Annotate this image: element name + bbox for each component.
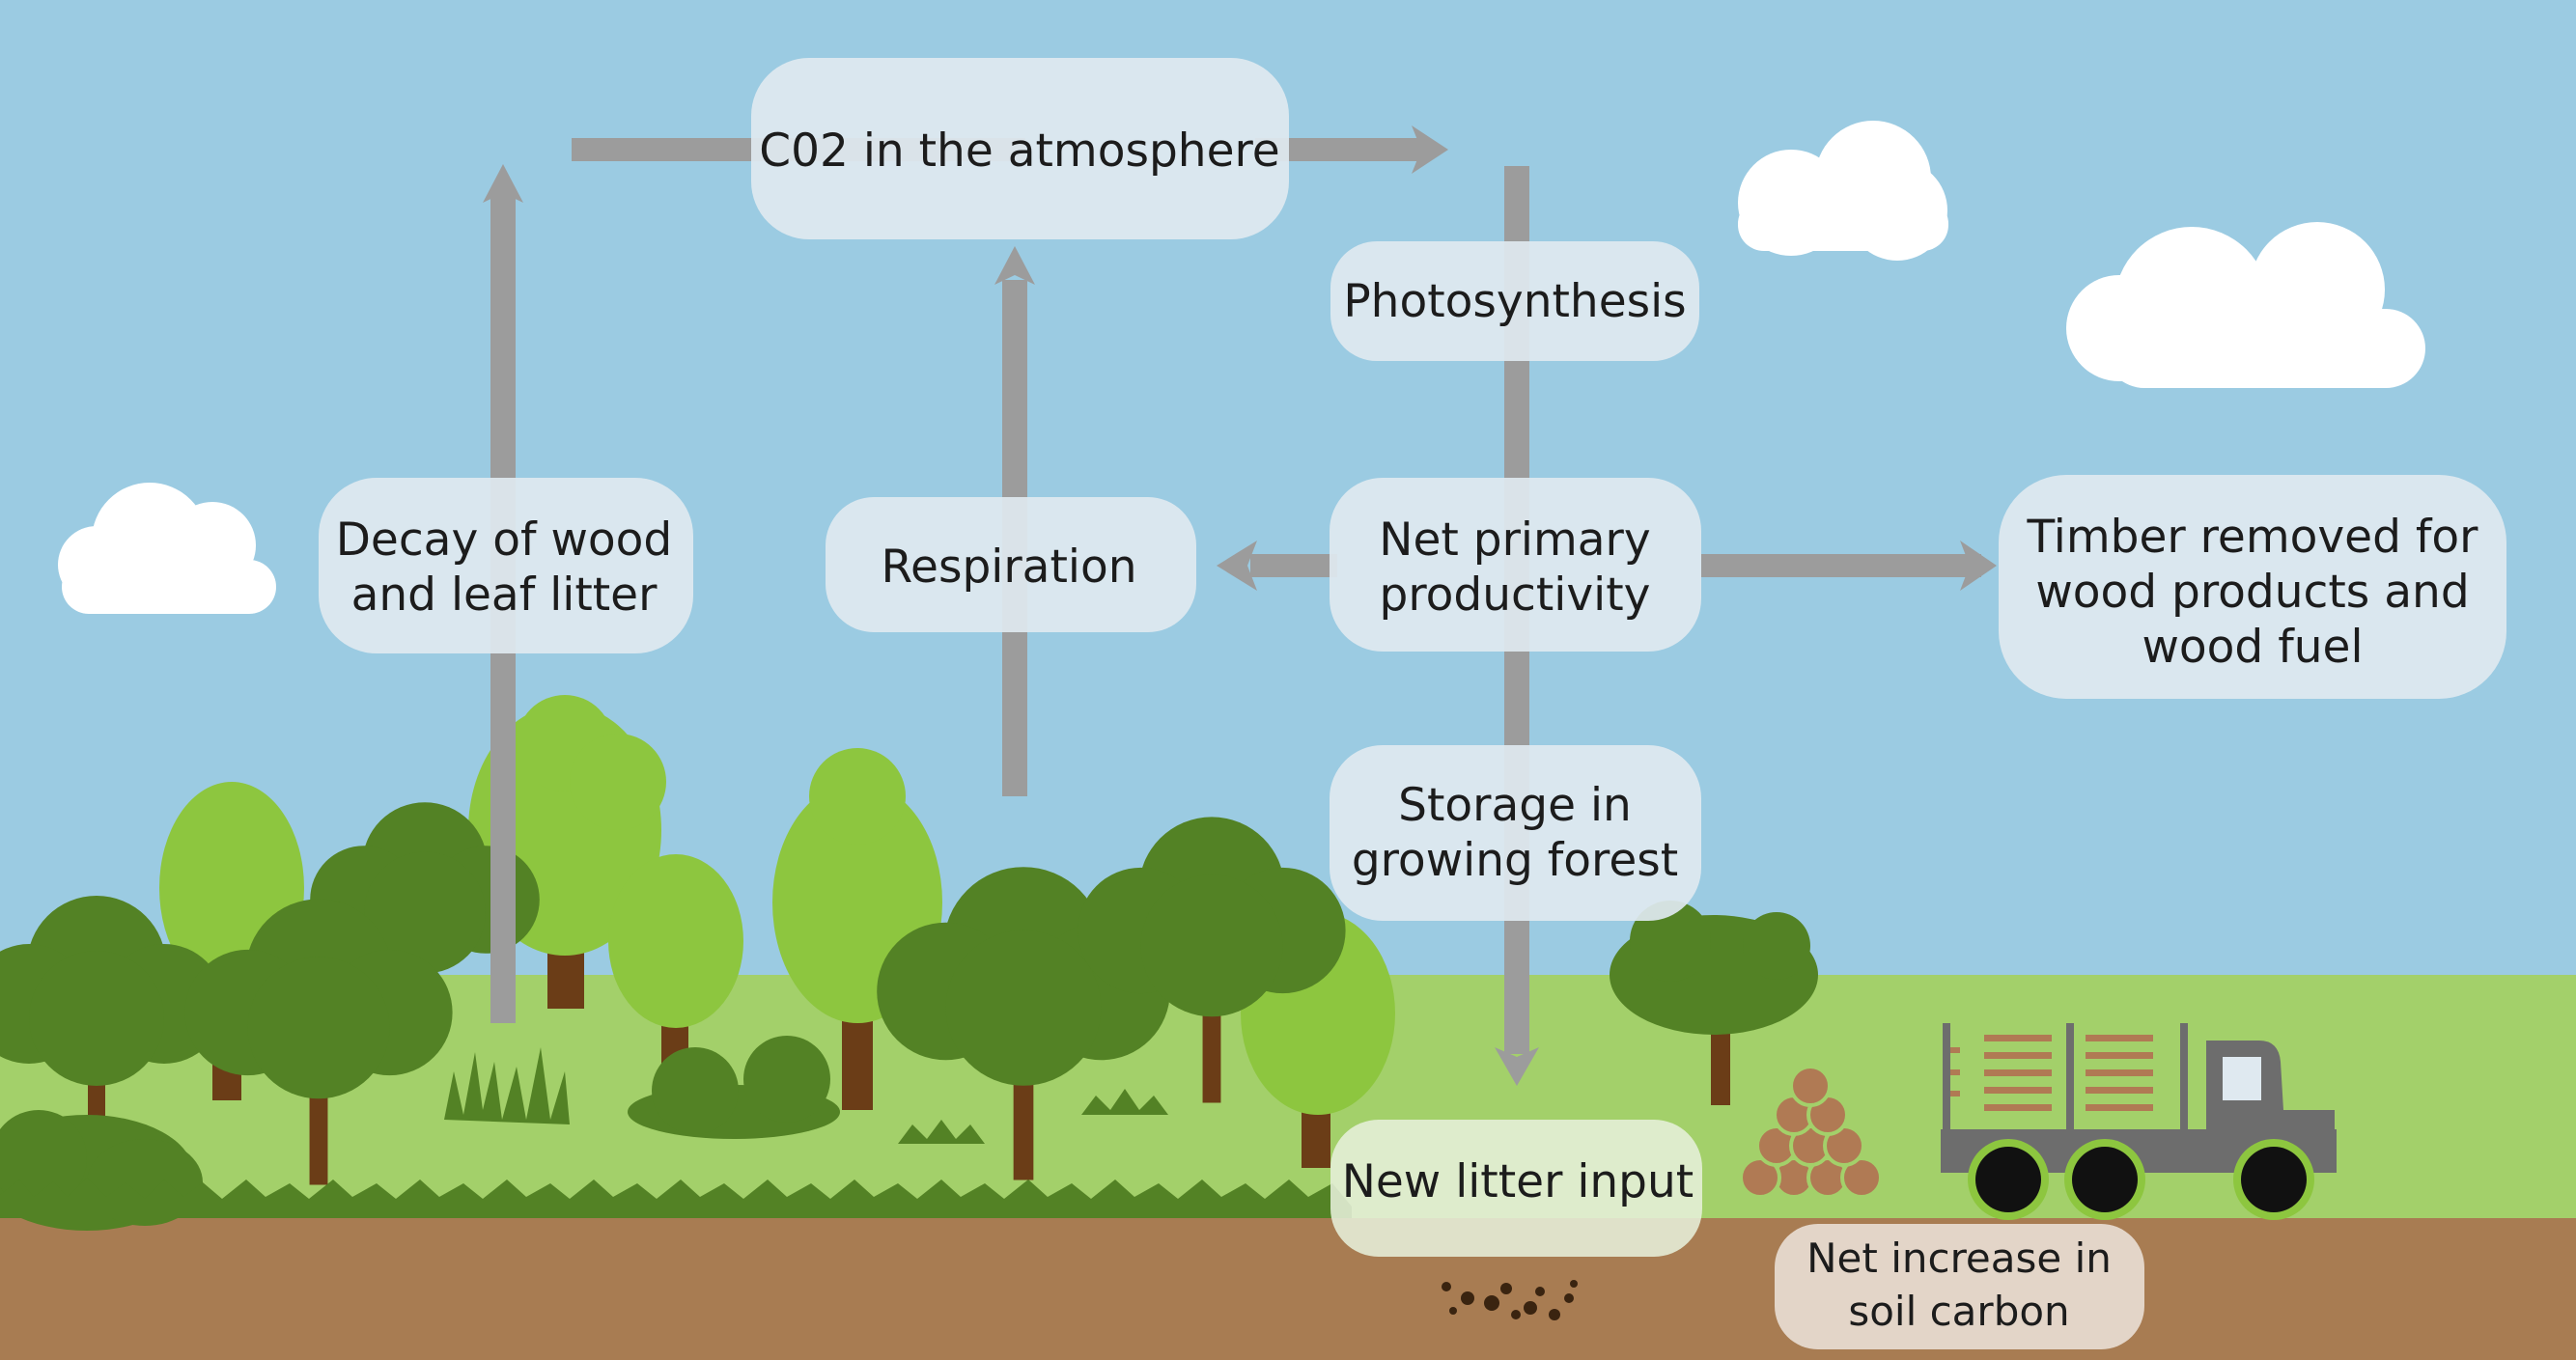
soil-carbon-label-line-1: Net increase in xyxy=(1806,1235,2112,1282)
soil-ground xyxy=(0,1218,2576,1360)
npp-node: Net primary productivity xyxy=(1330,478,1701,652)
decay-label-line-1: Decay of wood xyxy=(336,513,673,567)
storage-label-line-1: Storage in xyxy=(1398,779,1632,832)
atmosphere-label: C02 in the atmosphere xyxy=(759,125,1279,178)
log-pile-icon xyxy=(1739,1065,1883,1199)
timber-label-line-3: wood fuel xyxy=(2142,621,2363,674)
npp-label-line-1: Net primary xyxy=(1379,513,1650,567)
respiration-node: Respiration xyxy=(826,497,1196,632)
grass-tuft-icon xyxy=(444,1047,570,1124)
soil-carbon-label-line-2: soil carbon xyxy=(1848,1288,2069,1335)
soil-carbon-node: Net increase in soil carbon xyxy=(1775,1224,2144,1349)
photosynthesis-node: Photosynthesis xyxy=(1330,241,1699,361)
litter-label: New litter input xyxy=(1342,1155,1694,1208)
decay-node: Decay of wood and leaf litter xyxy=(319,478,693,653)
npp-label-line-2: productivity xyxy=(1380,569,1651,622)
timber-node: Timber removed for wood products and woo… xyxy=(1999,475,2506,699)
soil-particles xyxy=(1442,1280,1578,1320)
cloud-icon xyxy=(58,483,276,614)
respiration-label: Respiration xyxy=(882,541,1137,594)
cloud-icon xyxy=(1738,121,1948,261)
photosynthesis-label: Photosynthesis xyxy=(1343,275,1686,328)
grass-tuft-icon xyxy=(898,1120,985,1144)
atmosphere-node: C02 in the atmosphere xyxy=(751,58,1289,239)
logging-truck-icon xyxy=(1941,1023,2337,1220)
storage-label-line-2: growing forest xyxy=(1352,834,1678,887)
storage-node: Storage in growing forest xyxy=(1330,745,1701,921)
arrow-npp-to-timber xyxy=(1701,554,1981,577)
arrow-npp-to-respiration xyxy=(1250,554,1337,577)
cloud-icon xyxy=(2066,222,2425,388)
timber-label-line-1: Timber removed for xyxy=(2027,511,2479,564)
tree-icon xyxy=(608,854,743,1067)
decay-label-line-2: and leaf litter xyxy=(351,569,658,622)
grass-fringe xyxy=(0,1178,1352,1218)
timber-label-line-2: wood products and xyxy=(2035,566,2469,619)
litter-node: New litter input xyxy=(1330,1120,1702,1257)
grass-tuft-icon xyxy=(1081,1089,1168,1115)
bush-icon xyxy=(628,1036,840,1139)
tree-icon xyxy=(1610,901,1818,1105)
